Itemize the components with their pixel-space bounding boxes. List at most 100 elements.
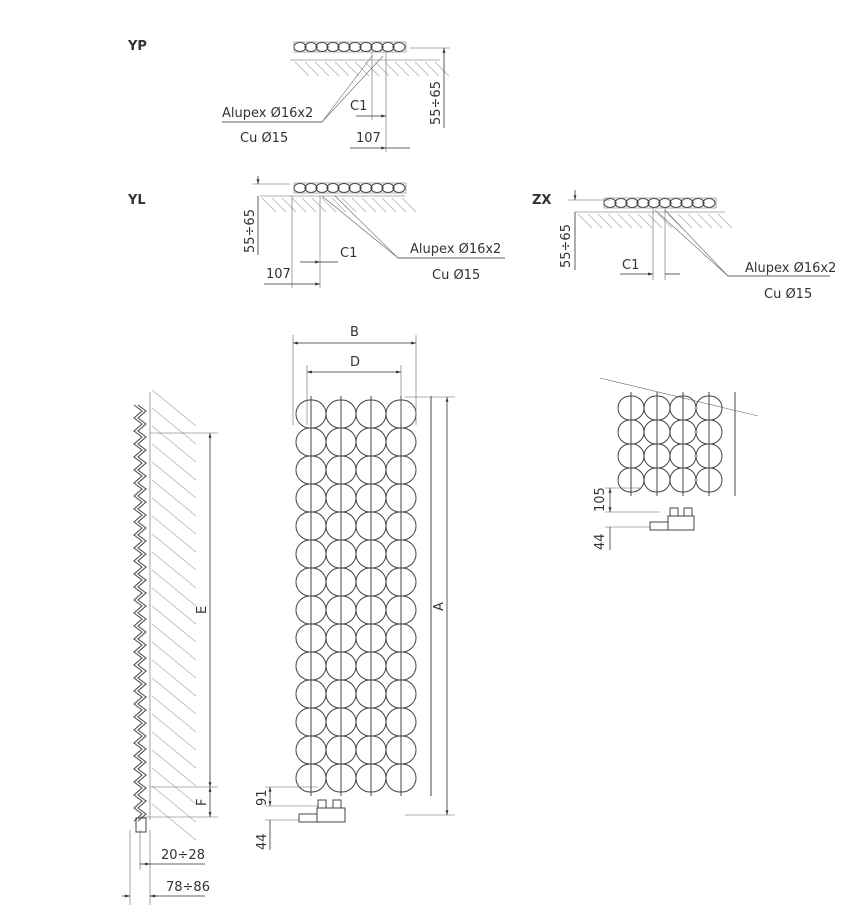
- yp-view: YP Alupex Ø16x2 Cu Ø15 C1 107 55÷65: [127, 39, 450, 152]
- radiator-loop: [702, 198, 716, 208]
- radiator-loop: [680, 198, 694, 208]
- hatch-line: [271, 197, 287, 213]
- hatch-line: [261, 197, 277, 213]
- radiator-loop: [370, 42, 384, 52]
- radiator-loop: [636, 198, 650, 208]
- hatch-line: [341, 197, 357, 213]
- hatch-line: [151, 515, 197, 553]
- hatch-line: [304, 61, 320, 77]
- hatch-line: [374, 61, 390, 77]
- zx-view: ZX Alupex Ø16x2 Cu Ø15 C1 55÷65: [532, 190, 836, 302]
- radiator-loop: [326, 183, 340, 193]
- hatch-line: [321, 197, 337, 213]
- yl-offset-label: 107: [266, 267, 291, 282]
- hatch-line: [151, 443, 197, 481]
- zx-depth-label: 55÷65: [559, 224, 574, 268]
- yp-label: YP: [127, 39, 147, 54]
- front-radiator-weave: [295, 396, 432, 796]
- radiator-loop: [647, 198, 661, 208]
- hatch-line: [361, 197, 377, 213]
- zx-alupex-label: Alupex Ø16x2: [745, 261, 836, 276]
- dim-d-label: D: [350, 355, 360, 370]
- yl-radiator-top: [293, 182, 407, 194]
- detail-valve-height-label: 105: [593, 487, 608, 512]
- radiator-loop: [315, 183, 329, 193]
- zx-c1-label: C1: [622, 258, 639, 273]
- radiator-loop: [625, 198, 639, 208]
- hatch-line: [391, 197, 407, 213]
- hatch-line: [151, 641, 197, 679]
- hatch-line: [151, 587, 197, 625]
- hatch-line: [707, 213, 723, 229]
- hatch-line: [151, 713, 197, 751]
- yp-offset-label: 107: [356, 131, 381, 146]
- hatch-line: [151, 785, 197, 823]
- dim-b-label: B: [350, 325, 359, 340]
- radiator-loop: [337, 42, 351, 52]
- radiator-loop: [392, 42, 406, 52]
- detail-break-line: [599, 377, 759, 417]
- hatch-line: [151, 623, 197, 661]
- hatch-line: [351, 197, 367, 213]
- dim-e-label: E: [195, 606, 210, 614]
- hatch-line: [607, 213, 623, 229]
- hatch-line: [151, 497, 197, 535]
- hatch-line: [394, 61, 410, 77]
- hatch-line: [434, 61, 450, 77]
- radiator-loop: [658, 198, 672, 208]
- hatch-line: [371, 197, 387, 213]
- radiator-loop: [304, 183, 318, 193]
- hatch-line: [414, 61, 430, 77]
- radiator-loop: [359, 183, 373, 193]
- radiator-loop: [691, 198, 705, 208]
- yl-view: YL Alupex Ø16x2 Cu Ø15 C1 107 55÷65: [127, 176, 505, 288]
- hatch-line: [151, 677, 197, 715]
- hatch-line: [151, 425, 197, 463]
- radiator-loop: [348, 42, 362, 52]
- yp-alupex-label: Alupex Ø16x2: [222, 106, 313, 121]
- hatch-line: [384, 61, 400, 77]
- hatch-line: [151, 551, 197, 589]
- yp-cu-label: Cu Ø15: [240, 131, 288, 146]
- hatch-line: [637, 213, 653, 229]
- radiator-loop: [315, 42, 329, 52]
- hatch-line: [281, 197, 297, 213]
- radiator-loop: [359, 42, 373, 52]
- hatch-line: [151, 407, 197, 445]
- yl-alupex-label: Alupex Ø16x2: [410, 242, 501, 257]
- hatch-line: [647, 213, 663, 229]
- radiator-loop: [293, 183, 307, 193]
- hatch-line: [311, 197, 327, 213]
- side-wall-hatch: [151, 389, 197, 841]
- detail-radiator-weave: [617, 392, 736, 496]
- hatch-line: [151, 731, 197, 769]
- hatch-line: [587, 213, 603, 229]
- hatch-line: [151, 659, 197, 697]
- side-valve: [135, 817, 147, 833]
- hatch-line: [424, 61, 440, 77]
- hatch-line: [344, 61, 360, 77]
- hatch-line: [301, 197, 317, 213]
- hatch-line: [597, 213, 613, 229]
- radiator-loop: [669, 198, 683, 208]
- radiator-loop: [381, 183, 395, 193]
- hatch-line: [151, 749, 197, 787]
- hatch-line: [151, 479, 197, 517]
- dim-a-label: A: [432, 602, 447, 611]
- radiator-loop: [326, 42, 340, 52]
- hatch-line: [291, 197, 307, 213]
- side-profile-wave: [137, 404, 147, 822]
- radiator-loop: [293, 42, 307, 52]
- detail-valve: [649, 507, 695, 531]
- detail-view: 105 44: [593, 377, 759, 550]
- zx-radiator-top: [603, 197, 717, 209]
- radiator-loop: [392, 183, 406, 193]
- hatch-line: [677, 213, 693, 229]
- hatch-line: [401, 197, 417, 213]
- hatch-line: [627, 213, 643, 229]
- yl-depth-label: 55÷65: [243, 209, 258, 253]
- zx-label: ZX: [532, 193, 551, 208]
- radiator-body: [293, 182, 407, 194]
- hatch-line: [314, 61, 330, 77]
